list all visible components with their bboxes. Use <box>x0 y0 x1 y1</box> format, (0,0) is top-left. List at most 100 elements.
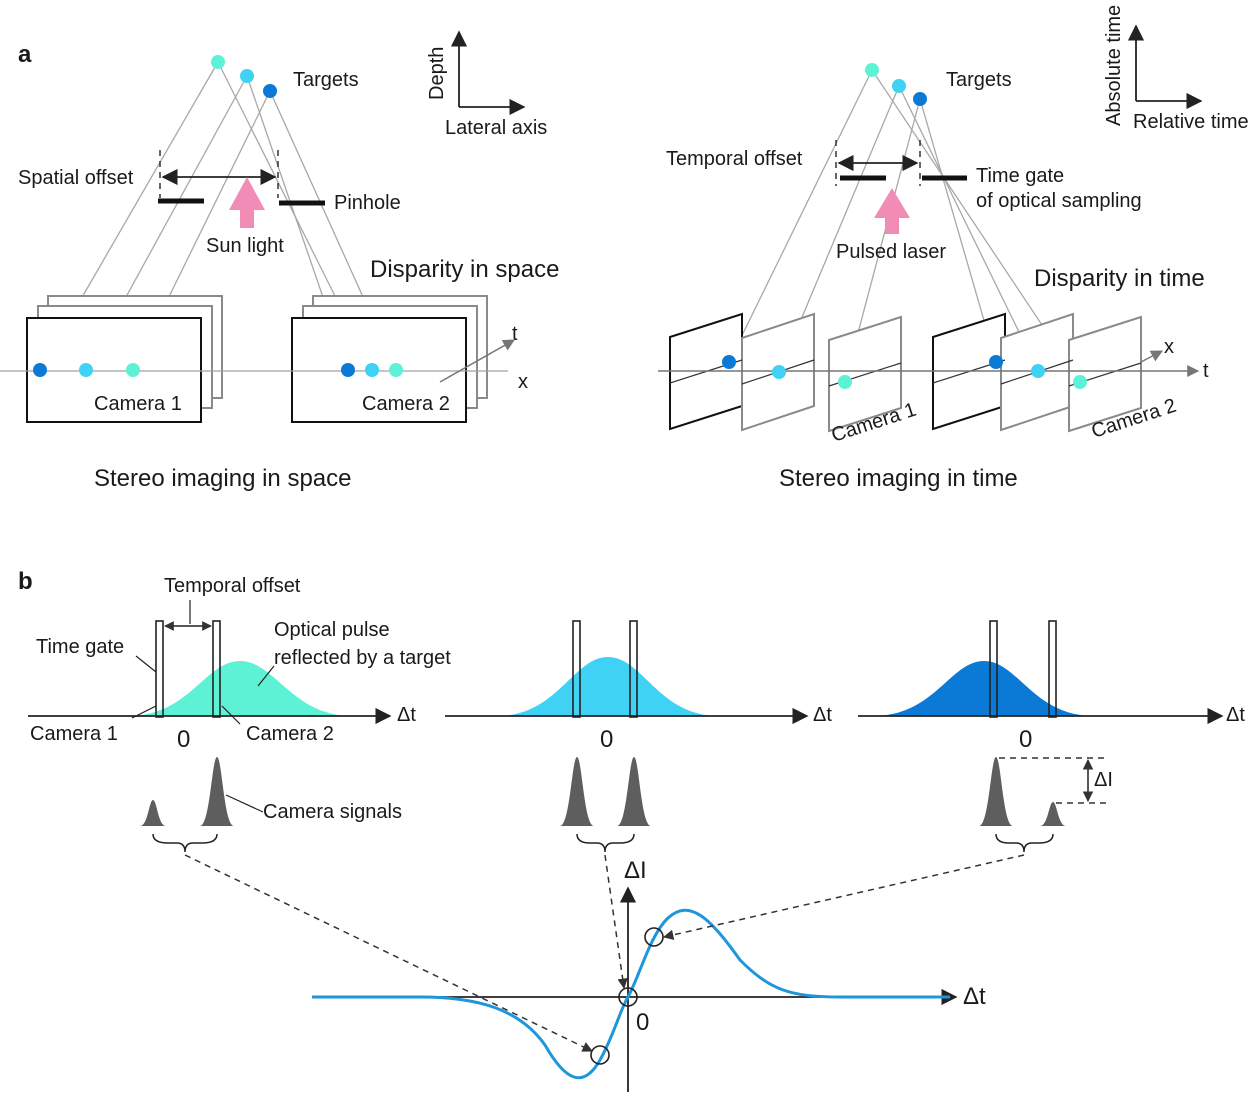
camera2-b-leader <box>221 705 241 725</box>
space-diagram: Depth Lateral axis Targets Spatial offse… <box>0 30 559 492</box>
mapping-arrows <box>184 854 1025 1052</box>
temporal-offset-b-label: Temporal offset <box>164 575 301 597</box>
marker-circle-left <box>590 1045 610 1065</box>
pulsed-laser-arrow <box>874 188 910 234</box>
optical-pulse-2 <box>497 657 719 716</box>
mapping-arrow-1 <box>184 854 593 1052</box>
time-x-arrow <box>1140 350 1164 363</box>
panel-b-label: b <box>18 568 33 595</box>
time-gate-cam1-2 <box>572 620 581 718</box>
lateral-axis-label: Lateral axis <box>445 117 547 139</box>
space-caption: Stereo imaging in space <box>94 465 351 492</box>
absolute-time-label: Absolute time <box>1103 5 1125 126</box>
signal-peak-3a <box>979 757 1013 826</box>
time-gate-leader <box>135 655 157 673</box>
space-t-arrow <box>439 339 516 383</box>
time-gate-label-line2: of optical sampling <box>976 190 1142 212</box>
signal-peak-1a <box>140 800 166 826</box>
time-gate-b-label: Time gate <box>36 636 124 658</box>
depth-label: Depth <box>426 47 448 100</box>
time-cam1-point-mid <box>772 365 786 379</box>
mapping-arrow-2 <box>604 854 628 990</box>
diff-plot-zero: 0 <box>636 1009 649 1036</box>
camera-signals <box>140 757 1066 826</box>
space-rays <box>39 61 397 371</box>
optical-pulse-leader <box>257 665 275 687</box>
time-gate-cam2 <box>212 620 221 718</box>
difference-plot: ΔI Δt 0 <box>312 857 986 1092</box>
mapping-arrow-3 <box>662 854 1025 941</box>
optical-pulse-3 <box>873 661 1094 716</box>
pulse-plot-2: 0 Δt <box>445 620 832 753</box>
time-gate-cam2-2 <box>629 620 638 718</box>
sun-light-arrow <box>229 177 265 228</box>
camera1-b-label: Camera 1 <box>30 723 118 745</box>
delta-t-label-1: Δt <box>397 704 416 726</box>
target-dot-near <box>263 84 277 98</box>
signal-peak-2b <box>617 757 651 826</box>
cam1-point-far <box>126 363 140 377</box>
camera1-label: Camera 1 <box>94 393 182 415</box>
time-caption: Stereo imaging in time <box>779 465 1018 492</box>
brace-3 <box>995 833 1054 853</box>
delta-t-label-3: Δt <box>1226 704 1245 726</box>
cam1-point-near <box>33 363 47 377</box>
sun-light-label: Sun light <box>206 235 284 257</box>
cam2-point-far <box>365 363 379 377</box>
marker-circle-center <box>618 987 638 1007</box>
time-target-near <box>913 92 927 106</box>
target-dot-far <box>211 55 225 69</box>
time-cam2-point-mid <box>1031 364 1045 378</box>
camera1-b-leader <box>131 705 157 719</box>
temporal-offset-label: Temporal offset <box>666 148 803 170</box>
time-targets-label: Targets <box>946 69 1012 91</box>
zero-label-3: 0 <box>1019 726 1032 753</box>
pulse-plot-3: 0 Δt <box>858 620 1245 753</box>
optical-pulse-1 <box>128 661 352 716</box>
time-target-far <box>865 63 879 77</box>
delta-t-label-2: Δt <box>813 704 832 726</box>
brace-2 <box>576 833 635 853</box>
camera2-b-label: Camera 2 <box>246 723 334 745</box>
optical-pulse-label-line2: reflected by a target <box>274 647 451 669</box>
disparity-time-label: Disparity in time <box>1034 265 1205 292</box>
time-cam1-point-near <box>722 355 736 369</box>
pulsed-laser-label: Pulsed laser <box>836 241 946 263</box>
target-dot-mid <box>240 69 254 83</box>
difference-curve <box>312 908 950 1080</box>
cam2-point-mid <box>341 363 355 377</box>
space-t-label: t <box>512 323 518 345</box>
delta-i-indicator-label: ΔI <box>1094 769 1113 791</box>
camera-signals-leader <box>225 794 264 813</box>
zero-label-1: 0 <box>177 726 190 753</box>
pinhole-label: Pinhole <box>334 192 401 214</box>
optical-pulse-label-line1: Optical pulse <box>274 619 390 641</box>
signal-peak-1b <box>200 757 234 826</box>
targets-label: Targets <box>293 69 359 91</box>
time-x-label: x <box>1164 336 1174 358</box>
cam1-point-mid <box>79 363 93 377</box>
time-diagram: Absolute time Relative time Targets Temp… <box>658 5 1249 492</box>
diff-plot-y-label: ΔI <box>624 857 647 884</box>
time-gate-cam1-3 <box>989 620 998 718</box>
relative-time-label: Relative time <box>1133 111 1249 133</box>
camera1-frame-front <box>26 317 202 423</box>
disparity-space-label: Disparity in space <box>370 256 559 283</box>
time-cam1-point-far <box>838 375 852 389</box>
signal-braces <box>152 833 1054 853</box>
time-target-mid <box>892 79 906 93</box>
time-t-label: t <box>1203 360 1209 382</box>
diff-plot-x-label: Δt <box>963 983 986 1010</box>
panel-a-label: a <box>18 41 32 68</box>
brace-1 <box>152 833 218 853</box>
cam2-point-near <box>389 363 403 377</box>
signal-peak-3b <box>1040 802 1066 826</box>
time-gate-cam1 <box>155 620 164 718</box>
zero-label-2: 0 <box>600 726 613 753</box>
time-cam2-point-near <box>989 355 1003 369</box>
space-x-label: x <box>518 371 528 393</box>
time-cam2-point-far <box>1073 375 1087 389</box>
camera2-label: Camera 2 <box>362 393 450 415</box>
pulse-plot-1: Temporal offset Time gate Optical pulse … <box>28 575 451 753</box>
